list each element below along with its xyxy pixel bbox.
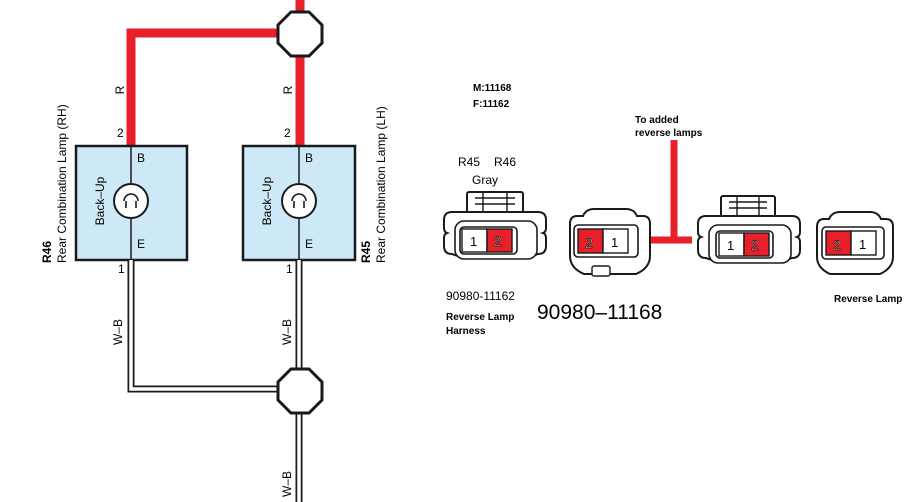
- wire-label-wb-ground: W–B: [280, 471, 294, 497]
- lamp-rh-pin-bottom: 1: [118, 262, 125, 276]
- bulb-icon: [113, 183, 149, 219]
- red-power-wires: [126, 0, 305, 148]
- model-f: F:11162: [473, 99, 510, 110]
- lamp-lh-pin-bottom: 1: [286, 262, 293, 276]
- lamp-rh: B E Back–Up: [74, 144, 189, 262]
- pin-2: 2: [494, 233, 502, 249]
- harness-color: Gray: [472, 173, 498, 187]
- wire-label-wb-right: W–B: [280, 319, 294, 345]
- lamp-lh-label: R45 Rear Combination Lamp (LH): [359, 106, 388, 263]
- lamp-lh-code: R45: [359, 241, 373, 263]
- lamp-rh-label: R46 Rear Combination Lamp (RH): [40, 104, 69, 263]
- reverse-lamp-caption: Reverse Lamp: [834, 294, 902, 305]
- junction-top: [276, 10, 324, 58]
- lamp-rh-function: Back–Up: [93, 176, 107, 225]
- lamp-rh-pin-top: 2: [117, 126, 124, 140]
- connector-lamp-side-b: 1 2: [697, 195, 801, 264]
- connector-harness: 1 2: [443, 191, 547, 260]
- pin-1: 1: [611, 235, 618, 250]
- harness-part: 90980-11162: [446, 289, 515, 303]
- lamp-lh-terminal-b: B: [305, 151, 313, 165]
- pin-2: 2: [833, 237, 841, 253]
- lamp-lh: B E Back–Up: [241, 144, 357, 262]
- connector-lamp-side-a: 2 1: [569, 208, 651, 277]
- harness-code-1: R45: [458, 155, 480, 169]
- added-note-line1: To added: [635, 115, 679, 126]
- added-note-line2: reverse lamps: [635, 128, 703, 139]
- wire-label-wb-left: W–B: [111, 319, 125, 345]
- junction-bottom: [276, 367, 324, 415]
- main-part-number: 90980–11168: [537, 301, 662, 324]
- lamp-lh-function: Back–Up: [260, 176, 274, 225]
- harness-caption-1: Reverse Lamp: [446, 312, 514, 323]
- bulb-icon: [281, 183, 317, 219]
- lamp-lh-pin-top: 2: [284, 126, 291, 140]
- wire-label-r-left: R: [113, 85, 127, 94]
- lamp-lh-terminal-e: E: [305, 237, 313, 251]
- ground-wires: [127, 260, 303, 502]
- pin-2: 2: [751, 237, 759, 253]
- pin-2: 2: [585, 235, 593, 251]
- lamp-rh-code: R46: [40, 241, 54, 263]
- wire-label-r-right: R: [281, 85, 295, 94]
- pin-1: 1: [727, 238, 734, 253]
- pin-1: 1: [470, 234, 477, 249]
- harness-code-2: R46: [494, 155, 516, 169]
- lamp-rh-terminal-e: E: [137, 237, 145, 251]
- model-m: M:11168: [473, 83, 512, 94]
- connector-reverse-lamp: 2 1: [816, 211, 894, 275]
- red-tap-wire: [649, 140, 692, 244]
- harness-caption-2: Harness: [446, 326, 486, 337]
- lamp-lh-name: Rear Combination Lamp (LH): [374, 106, 388, 263]
- lamp-rh-terminal-b: B: [137, 151, 145, 165]
- lamp-rh-name: Rear Combination Lamp (RH): [55, 104, 69, 263]
- red-wire-rh: [126, 28, 282, 148]
- pin-1: 1: [859, 237, 866, 252]
